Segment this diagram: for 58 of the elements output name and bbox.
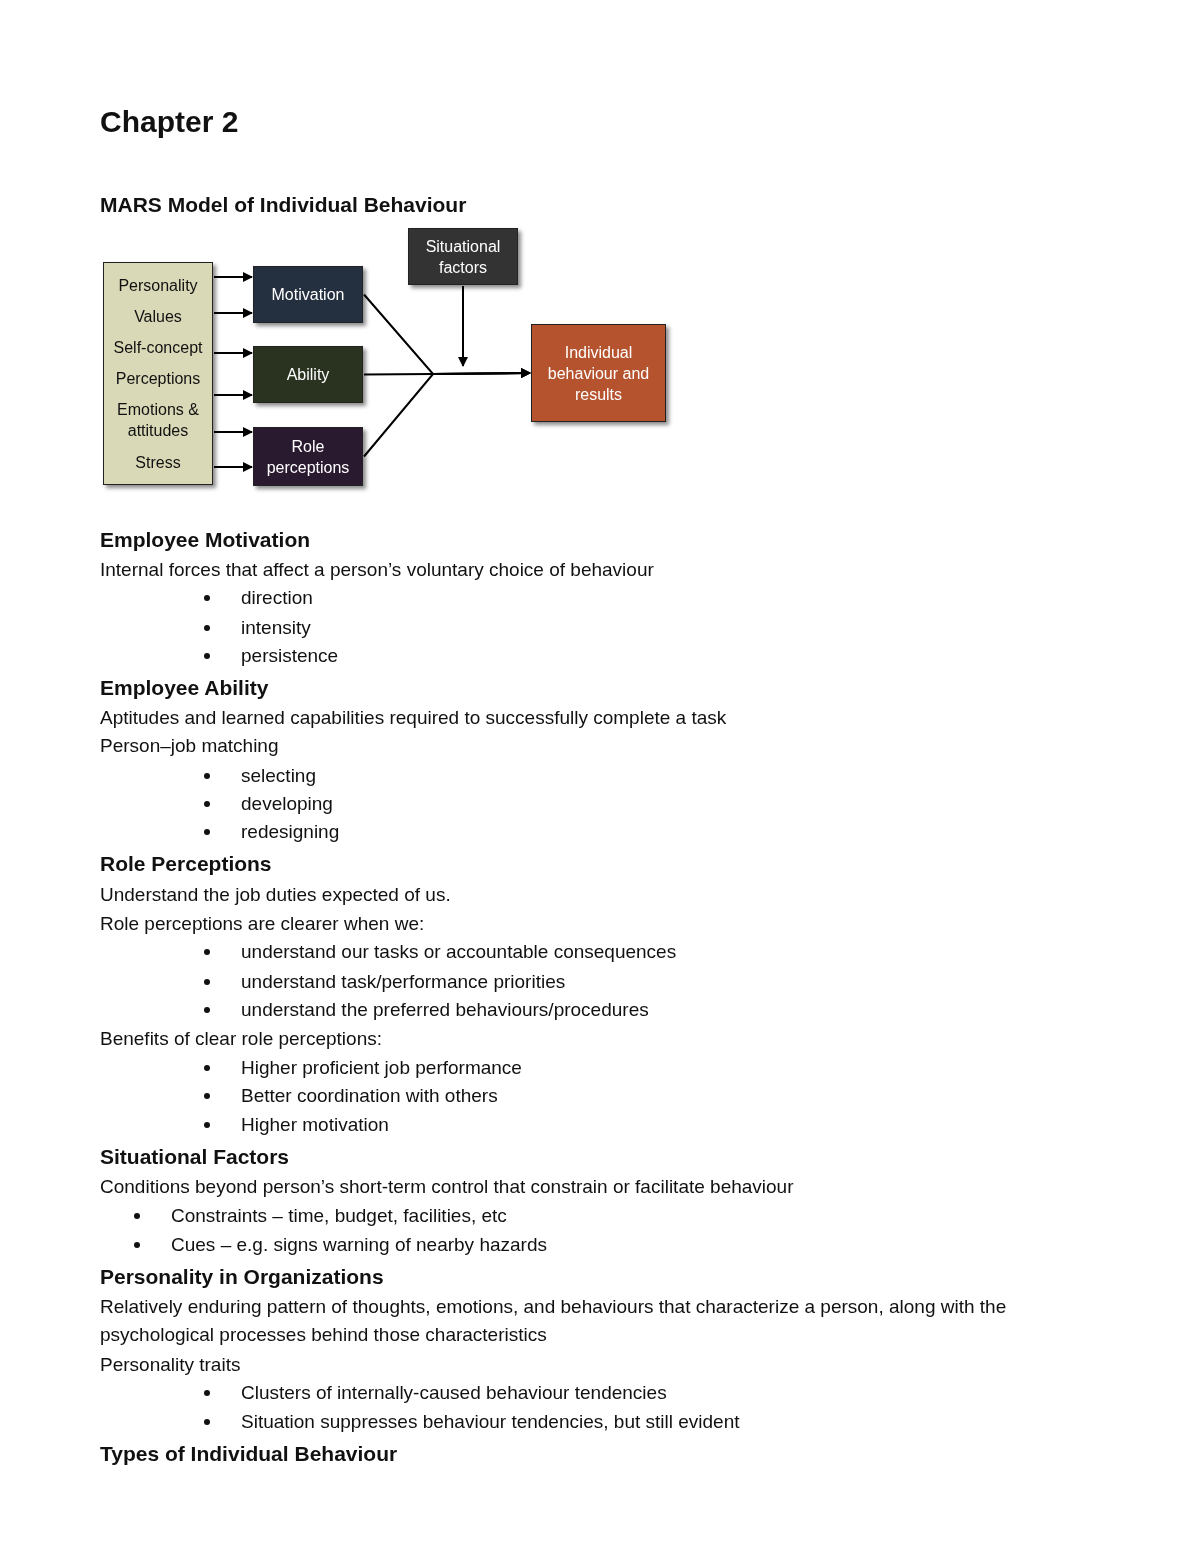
box-label: Situational factors (424, 236, 502, 278)
bullet-text: Higher proficient job performance (241, 1056, 523, 1080)
section-heading: Role Perceptions (100, 851, 273, 877)
factor-label: Personality (117, 276, 199, 296)
factor-label: Self-concept (112, 338, 204, 358)
connector-arrow (213, 390, 253, 400)
connector-arrow (213, 348, 253, 358)
body-text: Person–job matching (100, 734, 280, 758)
body-text: Role perceptions are clearer when we: (100, 912, 426, 936)
bullet-text: Better coordination with others (241, 1084, 499, 1108)
factor-list-box (103, 262, 213, 485)
connector-arrow (213, 427, 253, 437)
section-heading: MARS Model of Individual Behaviour (100, 192, 468, 218)
box-label: Ability (285, 365, 331, 385)
process-box (253, 346, 363, 403)
bullet-text: persistence (241, 644, 340, 668)
body-text: Understand the job duties expected of us. (100, 883, 452, 907)
bullet-text: direction (241, 586, 314, 610)
section-heading: Types of Individual Behaviour (100, 1441, 399, 1467)
page-title: Chapter 2 (100, 104, 239, 140)
body-text: Conditions beyond person’s short-term control that constrain or facilitate behaviour (100, 1175, 795, 1199)
connector-arrow (213, 462, 253, 472)
bullet-text: developing (241, 792, 334, 816)
bullet-text: Higher motivation (241, 1113, 390, 1137)
section-heading: Personality in Organizations (100, 1264, 385, 1290)
factor-label: Perceptions (114, 369, 202, 389)
bullet-text: Cues – e.g. signs warning of nearby hazards (171, 1233, 548, 1257)
body-text: Internal forces that affect a person’s voluntary choice of behaviour (100, 558, 655, 582)
connector-arrow (213, 272, 253, 282)
bullet-text: understand task/performance priorities (241, 970, 567, 994)
body-text: Benefits of clear role perceptions: (100, 1027, 383, 1051)
process-box (253, 427, 363, 486)
body-text: Relatively enduring pattern of thoughts, emotions, and behaviours that characterize a person, along with the psychological processes behind those characteristics (100, 1295, 1008, 1347)
factor-label: Stress (134, 453, 182, 473)
body-text: Personality traits (100, 1353, 242, 1377)
bullet-text: understand our tasks or accountable consequences (241, 940, 678, 964)
box-label: Motivation (270, 285, 346, 305)
bullet-text: Clusters of internally-caused behaviour tendencies (241, 1381, 668, 1405)
arrow (458, 285, 468, 367)
connector-arrow (213, 308, 253, 318)
bullet-text: redesigning (241, 820, 341, 844)
bullet-text: Situation suppresses behaviour tendencies, but still evident (241, 1410, 741, 1434)
result-box (531, 324, 666, 422)
bullet-text: understand the preferred behaviours/procedures (241, 998, 650, 1022)
section-heading: Employee Motivation (100, 527, 312, 553)
box-label: Role perceptions (265, 436, 351, 478)
factor-label: Emotions & attitudes (116, 400, 200, 441)
box-label: Individual behaviour and results (546, 342, 651, 405)
process-box (253, 266, 363, 323)
section-heading: Employee Ability (100, 675, 270, 701)
bullet-text: intensity (241, 616, 312, 640)
process-box (408, 228, 518, 285)
section-heading: Situational Factors (100, 1144, 291, 1170)
bullet-text: Constraints – time, budget, facilities, etc (171, 1204, 508, 1228)
bullet-text: selecting (241, 764, 317, 788)
body-text: Aptitudes and learned capabilities required to successfully complete a task (100, 706, 728, 730)
factor-label: Values (133, 307, 183, 327)
connector-arrow (363, 368, 531, 458)
